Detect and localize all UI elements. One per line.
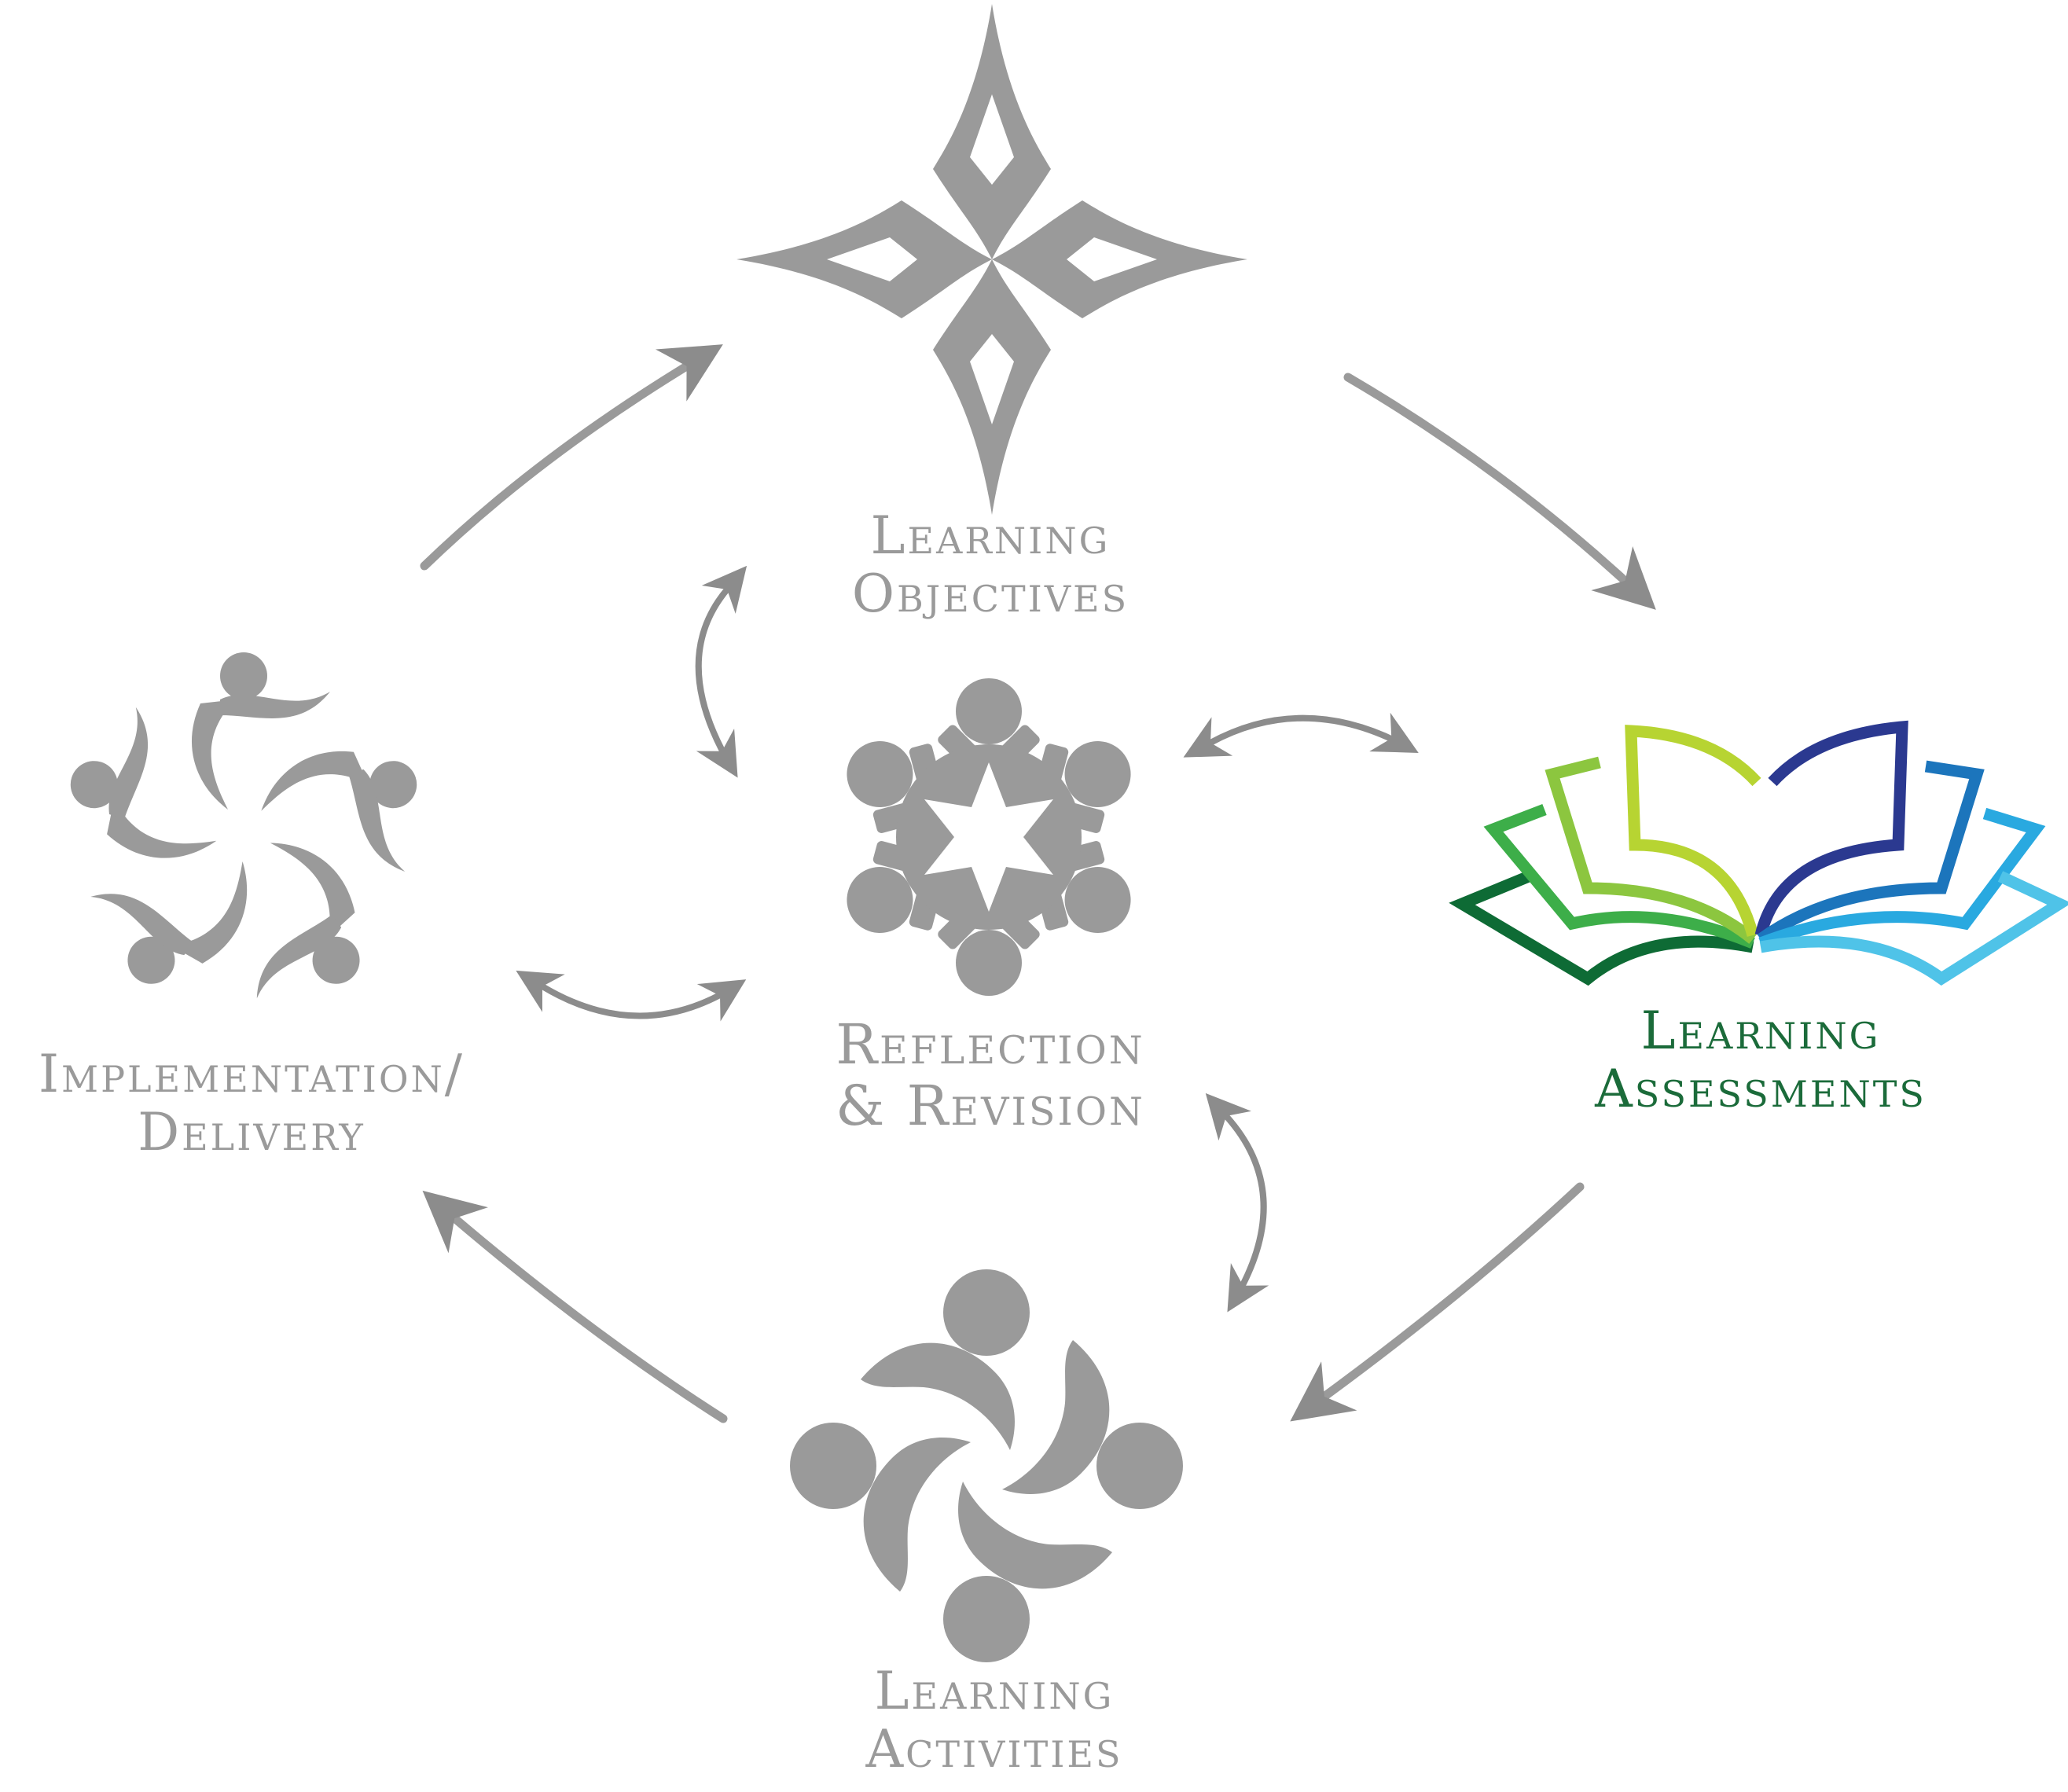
people-star-ring-icon <box>847 678 1131 996</box>
inner-double-arrows <box>516 565 1419 1313</box>
arrow-implementation-to-objectives <box>420 344 723 571</box>
node-implementation-delivery: Implementation/ Delivery <box>0 1045 503 1162</box>
arrow-activities-to-implementation <box>422 1190 728 1423</box>
objectives-label-line2: Objectives <box>851 563 1130 624</box>
activities-label-line1: Learning <box>874 1661 1115 1721</box>
open-book-icon <box>1449 720 2068 986</box>
objectives-label-line1: Learning <box>870 505 1111 566</box>
activities-label-line2: Activities <box>865 1718 1123 1779</box>
outer-cycle-arrows <box>420 344 1656 1423</box>
node-learning-objectives: Learning Objectives <box>825 507 1155 623</box>
node-learning-assessments: Learning Assessments <box>1556 1002 1965 1118</box>
assessments-label-line1: Learning <box>1640 1001 1881 1061</box>
five-people-spiral-icon <box>70 652 417 999</box>
arrow-objectives-to-assessments <box>1343 373 1656 610</box>
node-learning-activities: Learning Activities <box>829 1662 1159 1779</box>
double-arrow-reflection-assessments <box>1183 712 1419 758</box>
node-reflection-revision: Reflection & Revision <box>802 1014 1179 1137</box>
arrow-assessments-to-activities <box>1290 1182 1585 1422</box>
implementation-label-line1: Implementation/ <box>38 1044 465 1104</box>
double-arrow-implementation-reflection <box>516 970 747 1022</box>
double-arrow-reflection-activities <box>1205 1092 1269 1313</box>
reflection-label-line2: & Revision <box>836 1074 1145 1139</box>
four-point-star-icon <box>736 4 1247 515</box>
implementation-label-line2: Delivery <box>138 1101 365 1162</box>
four-people-circle-icon <box>790 1269 1183 1662</box>
reflection-label-line1: Reflection <box>836 1012 1145 1077</box>
double-arrow-objectives-reflection <box>695 565 747 778</box>
assessments-label-line2: Assessments <box>1595 1058 1927 1119</box>
